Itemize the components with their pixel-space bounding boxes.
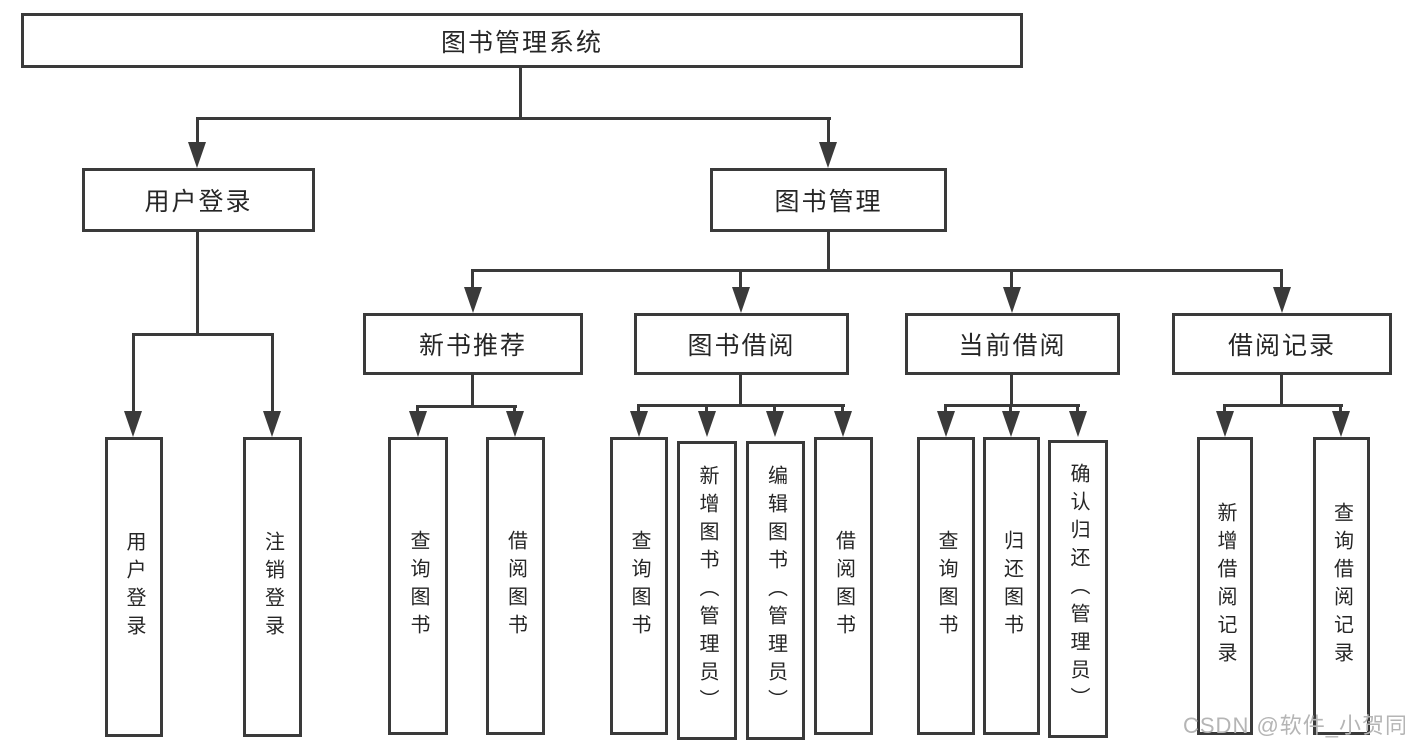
leaf-label: 查询图书 (935, 530, 957, 642)
arrowhead-down-icon (937, 411, 955, 437)
connector-line (519, 68, 522, 120)
connector-line (637, 404, 640, 413)
arrowhead-down-icon (1002, 411, 1020, 437)
leaf-label: 新增图书（管理员） (696, 464, 718, 717)
leaf-label: 注销登录 (261, 531, 284, 643)
connector-line (1010, 269, 1013, 289)
connector-line (271, 333, 274, 411)
connector-line (1280, 375, 1283, 406)
leaf-user-login: 用户登录 (105, 437, 163, 737)
leaf-label: 借阅图书 (832, 530, 855, 642)
connector-line (513, 405, 516, 413)
leaf-label: 新增借阅记录 (1214, 502, 1236, 670)
connector-line (471, 269, 1282, 272)
connector-line (841, 404, 844, 413)
connector-line (739, 269, 742, 289)
arrowhead-down-icon (124, 411, 142, 437)
connector-line (773, 404, 776, 413)
connector-line (827, 232, 830, 271)
connector-line (471, 269, 474, 289)
leaf-add-borrow-record: 新增借阅记录 (1197, 437, 1253, 735)
arrowhead-down-icon (834, 411, 852, 437)
connector-line (132, 333, 135, 411)
leaf-label: 确认归还（管理员） (1067, 463, 1089, 715)
leaf-confirm-return-admin: 确认归还（管理员） (1048, 440, 1108, 738)
arrowhead-down-icon (1003, 287, 1021, 313)
leaf-label: 用户登录 (123, 531, 145, 643)
arrowhead-down-icon (630, 411, 648, 437)
connector-line (416, 405, 517, 408)
leaf-label: 查询借阅记录 (1330, 502, 1353, 670)
arrowhead-down-icon (506, 411, 524, 437)
watermark: CSDN @软件_小贺同学 (1183, 713, 1405, 738)
arrowhead-down-icon (766, 411, 784, 437)
arrowhead-down-icon (732, 287, 750, 313)
connector-line (1339, 404, 1342, 413)
arrowhead-down-icon (819, 142, 837, 168)
connector-line (1223, 404, 1226, 413)
connector-line (944, 404, 1080, 407)
leaf-label: 借阅图书 (504, 530, 527, 642)
connector-line (944, 404, 947, 413)
leaf-query-books-current: 查询图书 (917, 437, 975, 735)
leaf-label: 查询图书 (407, 530, 429, 642)
node-label: 借阅记录 (1227, 332, 1336, 360)
node-new-book-recommend: 新书推荐 (363, 313, 583, 375)
leaf-label: 归还图书 (1000, 530, 1023, 642)
node-label: 用户登录 (144, 188, 253, 216)
connector-line (196, 232, 199, 335)
node-book-management: 图书管理 (710, 168, 947, 232)
leaf-label: 查询图书 (628, 530, 650, 642)
arrowhead-down-icon (1332, 411, 1350, 437)
node-label: 图书管理 (774, 188, 883, 216)
connector-line (1280, 269, 1283, 289)
node-library-management-system: 图书管理系统 (21, 13, 1023, 68)
connector-line (1223, 404, 1343, 407)
leaf-query-books-recommend: 查询图书 (388, 437, 448, 735)
leaf-add-book-admin: 新增图书（管理员） (677, 441, 737, 740)
leaf-label: 编辑图书（管理员） (764, 464, 787, 717)
node-borrowing-records: 借阅记录 (1172, 313, 1392, 375)
connector-line (471, 375, 474, 407)
connector-line (827, 117, 830, 144)
connector-line (1076, 404, 1079, 413)
arrowhead-down-icon (464, 287, 482, 313)
leaf-logout: 注销登录 (243, 437, 302, 737)
arrowhead-down-icon (409, 411, 427, 437)
node-label: 图书借阅 (687, 332, 796, 360)
arrowhead-down-icon (698, 411, 716, 437)
leaf-borrow-books-recommend: 借阅图书 (486, 437, 545, 735)
arrowhead-down-icon (263, 411, 281, 437)
leaf-query-borrow-record: 查询借阅记录 (1313, 437, 1370, 735)
node-current-borrowing: 当前借阅 (905, 313, 1120, 375)
connector-line (637, 404, 845, 407)
arrowhead-down-icon (188, 142, 206, 168)
node-user-login: 用户登录 (82, 168, 315, 232)
connector-line (739, 375, 742, 406)
leaf-borrow-books-borrowing: 借阅图书 (814, 437, 873, 735)
connector-line (132, 333, 274, 336)
node-book-borrowing: 图书借阅 (634, 313, 849, 375)
leaf-return-book: 归还图书 (983, 437, 1040, 735)
leaf-edit-book-admin: 编辑图书（管理员） (746, 441, 805, 740)
connector-line (1010, 375, 1013, 406)
connector-line (416, 405, 419, 413)
arrowhead-down-icon (1273, 287, 1291, 313)
connector-line (196, 117, 831, 120)
connector-line (196, 117, 199, 144)
arrowhead-down-icon (1216, 411, 1234, 437)
leaf-query-books-borrowing: 查询图书 (610, 437, 668, 735)
node-label: 图书管理系统 (440, 28, 603, 57)
node-label: 当前借阅 (958, 332, 1067, 360)
connector-line (1009, 404, 1012, 413)
node-label: 新书推荐 (418, 332, 527, 360)
connector-line (705, 404, 708, 413)
arrowhead-down-icon (1069, 411, 1087, 437)
